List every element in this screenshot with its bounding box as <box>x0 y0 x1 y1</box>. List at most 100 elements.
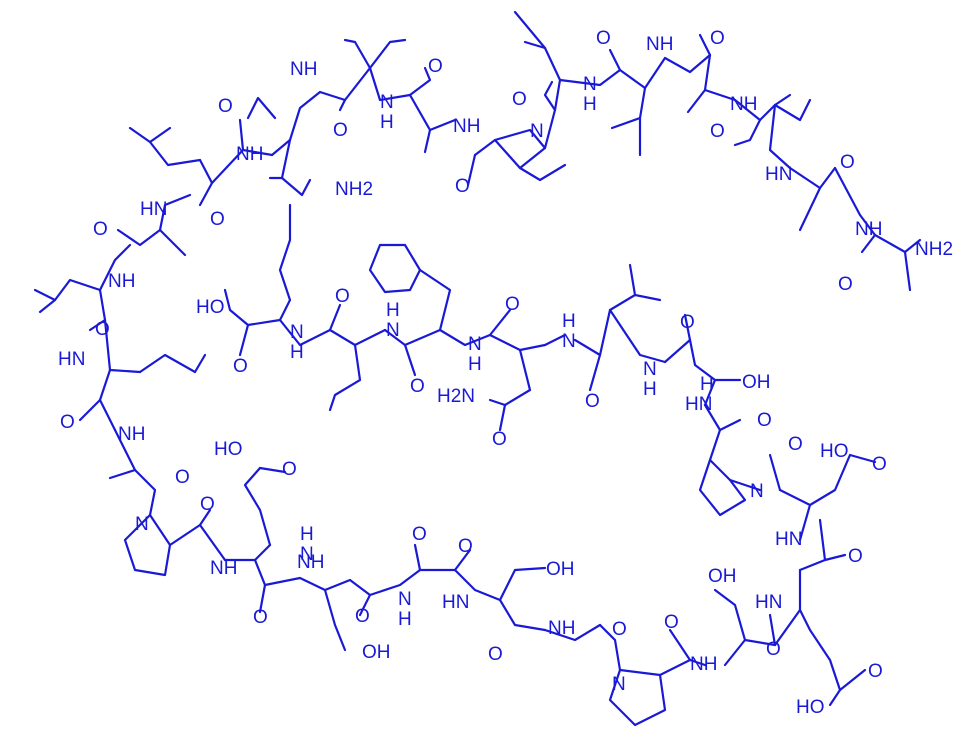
atom-label-nh-14: NH <box>690 654 717 675</box>
atom-label-n-e: N <box>468 334 482 355</box>
atom-label-o-12: O <box>93 219 108 240</box>
bond <box>423 128 432 154</box>
bond <box>838 668 867 692</box>
bond <box>488 348 532 407</box>
atom-label-nh2-right: NH2 <box>915 239 953 260</box>
atom-label-ho-asp: HO <box>820 441 849 462</box>
atom-label-o-4: O <box>455 176 470 197</box>
atom-label-n-pro4: N <box>750 481 764 502</box>
atom-label-o-17: O <box>282 459 297 480</box>
bond <box>253 558 267 614</box>
atom-label-o-2: O <box>333 120 348 141</box>
bond <box>138 353 197 374</box>
bond <box>543 80 557 112</box>
bond <box>103 318 142 374</box>
bond <box>198 523 227 562</box>
atom-label-o-33: O <box>505 294 520 315</box>
bond <box>270 138 292 180</box>
atom-label-o-18: O <box>253 607 268 628</box>
atom-label-oh-ser3: OH <box>546 559 575 580</box>
atom-label-oh-ser2: OH <box>362 642 391 663</box>
bond <box>408 93 457 132</box>
atom-label-o-8: O <box>710 121 725 142</box>
atom-label-n-d: N <box>386 320 400 341</box>
atom-label-o-27: O <box>848 546 863 567</box>
bond <box>368 66 412 102</box>
bond <box>323 578 372 597</box>
bond <box>488 308 512 337</box>
atom-label-n-g: N <box>643 359 657 380</box>
atom-label-h-g: H <box>643 379 657 400</box>
bond <box>903 250 912 292</box>
atom-label-nh-17: NH <box>210 558 237 579</box>
bond <box>368 38 407 70</box>
bond <box>828 688 842 707</box>
bond <box>328 328 362 412</box>
bond <box>698 33 712 57</box>
bond <box>116 228 162 247</box>
bond <box>663 338 692 364</box>
bond <box>413 543 422 572</box>
bond <box>246 96 277 120</box>
atom-label-n-b: N <box>583 74 597 95</box>
bond <box>198 158 214 207</box>
atom-label-o-22: O <box>488 644 503 665</box>
bond <box>808 453 852 507</box>
bond <box>238 323 250 357</box>
bond <box>288 90 322 142</box>
atom-label-n-f: N <box>562 331 576 352</box>
atom-label-n-j: N <box>398 589 412 610</box>
bond <box>708 418 742 462</box>
bond <box>798 186 822 232</box>
bond <box>703 88 737 102</box>
bond <box>168 508 212 547</box>
atom-label-o-28: O <box>872 454 887 475</box>
atom-label-nh-18: NH <box>297 552 324 573</box>
bond <box>98 368 117 432</box>
bond <box>148 140 202 167</box>
atom-label-hn-5: HN <box>58 349 85 370</box>
bond <box>498 566 547 602</box>
bond <box>328 303 342 332</box>
bond <box>408 66 432 97</box>
atom-label-o-16: O <box>200 494 215 515</box>
bond <box>358 593 372 617</box>
atom-label-h-a: H <box>380 112 394 133</box>
atom-label-h-f: H <box>562 311 576 332</box>
bond <box>608 308 667 364</box>
atom-label-nh-4: NH <box>108 271 135 292</box>
atom-label-o-31: O <box>680 312 695 333</box>
bond <box>860 233 877 254</box>
atom-label-ho-glu1: HO <box>214 439 243 460</box>
atom-label-nh-8: NH <box>646 34 673 55</box>
bond <box>543 333 567 347</box>
bond <box>133 468 157 517</box>
atom-label-o-3: O <box>428 56 443 77</box>
atom-label-o-34: O <box>492 429 507 450</box>
bond <box>466 153 477 187</box>
bond <box>246 203 292 327</box>
bond <box>823 553 847 562</box>
atom-label-o-14: O <box>60 412 75 433</box>
bond <box>158 193 192 257</box>
bond <box>513 10 547 50</box>
atom-label-n-c: N <box>290 322 304 343</box>
bond <box>598 263 637 357</box>
bond <box>608 48 622 72</box>
bond <box>833 166 877 237</box>
atom-label-h2n-asn: H2N <box>437 386 475 407</box>
atom-label-o-10: O <box>838 274 853 295</box>
bond <box>688 338 717 382</box>
bond <box>338 98 347 112</box>
bond <box>498 598 547 632</box>
atom-label-o-9: O <box>840 152 855 173</box>
atom-label-h-h: H <box>700 374 714 395</box>
atom-label-o-15: O <box>175 467 190 488</box>
atom-label-n-pro3: N <box>612 674 626 695</box>
bond <box>768 613 777 647</box>
atom-label-hn-10: HN <box>765 164 792 185</box>
atom-label-n-pro1: N <box>530 121 544 142</box>
bond <box>280 176 312 197</box>
bond <box>518 163 567 182</box>
